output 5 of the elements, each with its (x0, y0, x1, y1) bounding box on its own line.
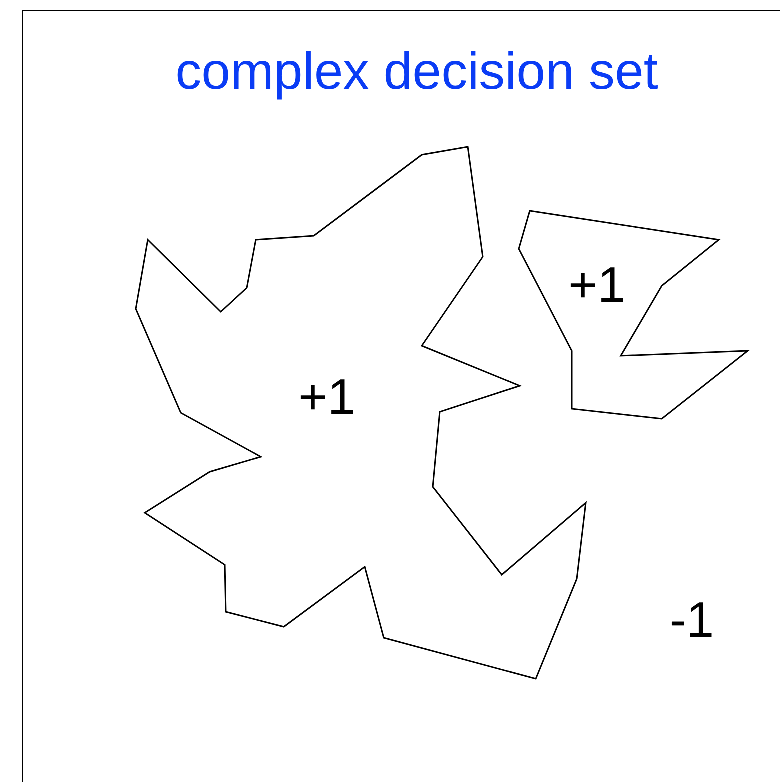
class-label: +1 (298, 372, 356, 422)
title: complex decision set (174, 46, 660, 98)
class-label: -1 (670, 595, 714, 645)
region-polygon (519, 211, 748, 419)
class-label: +1 (568, 260, 626, 310)
